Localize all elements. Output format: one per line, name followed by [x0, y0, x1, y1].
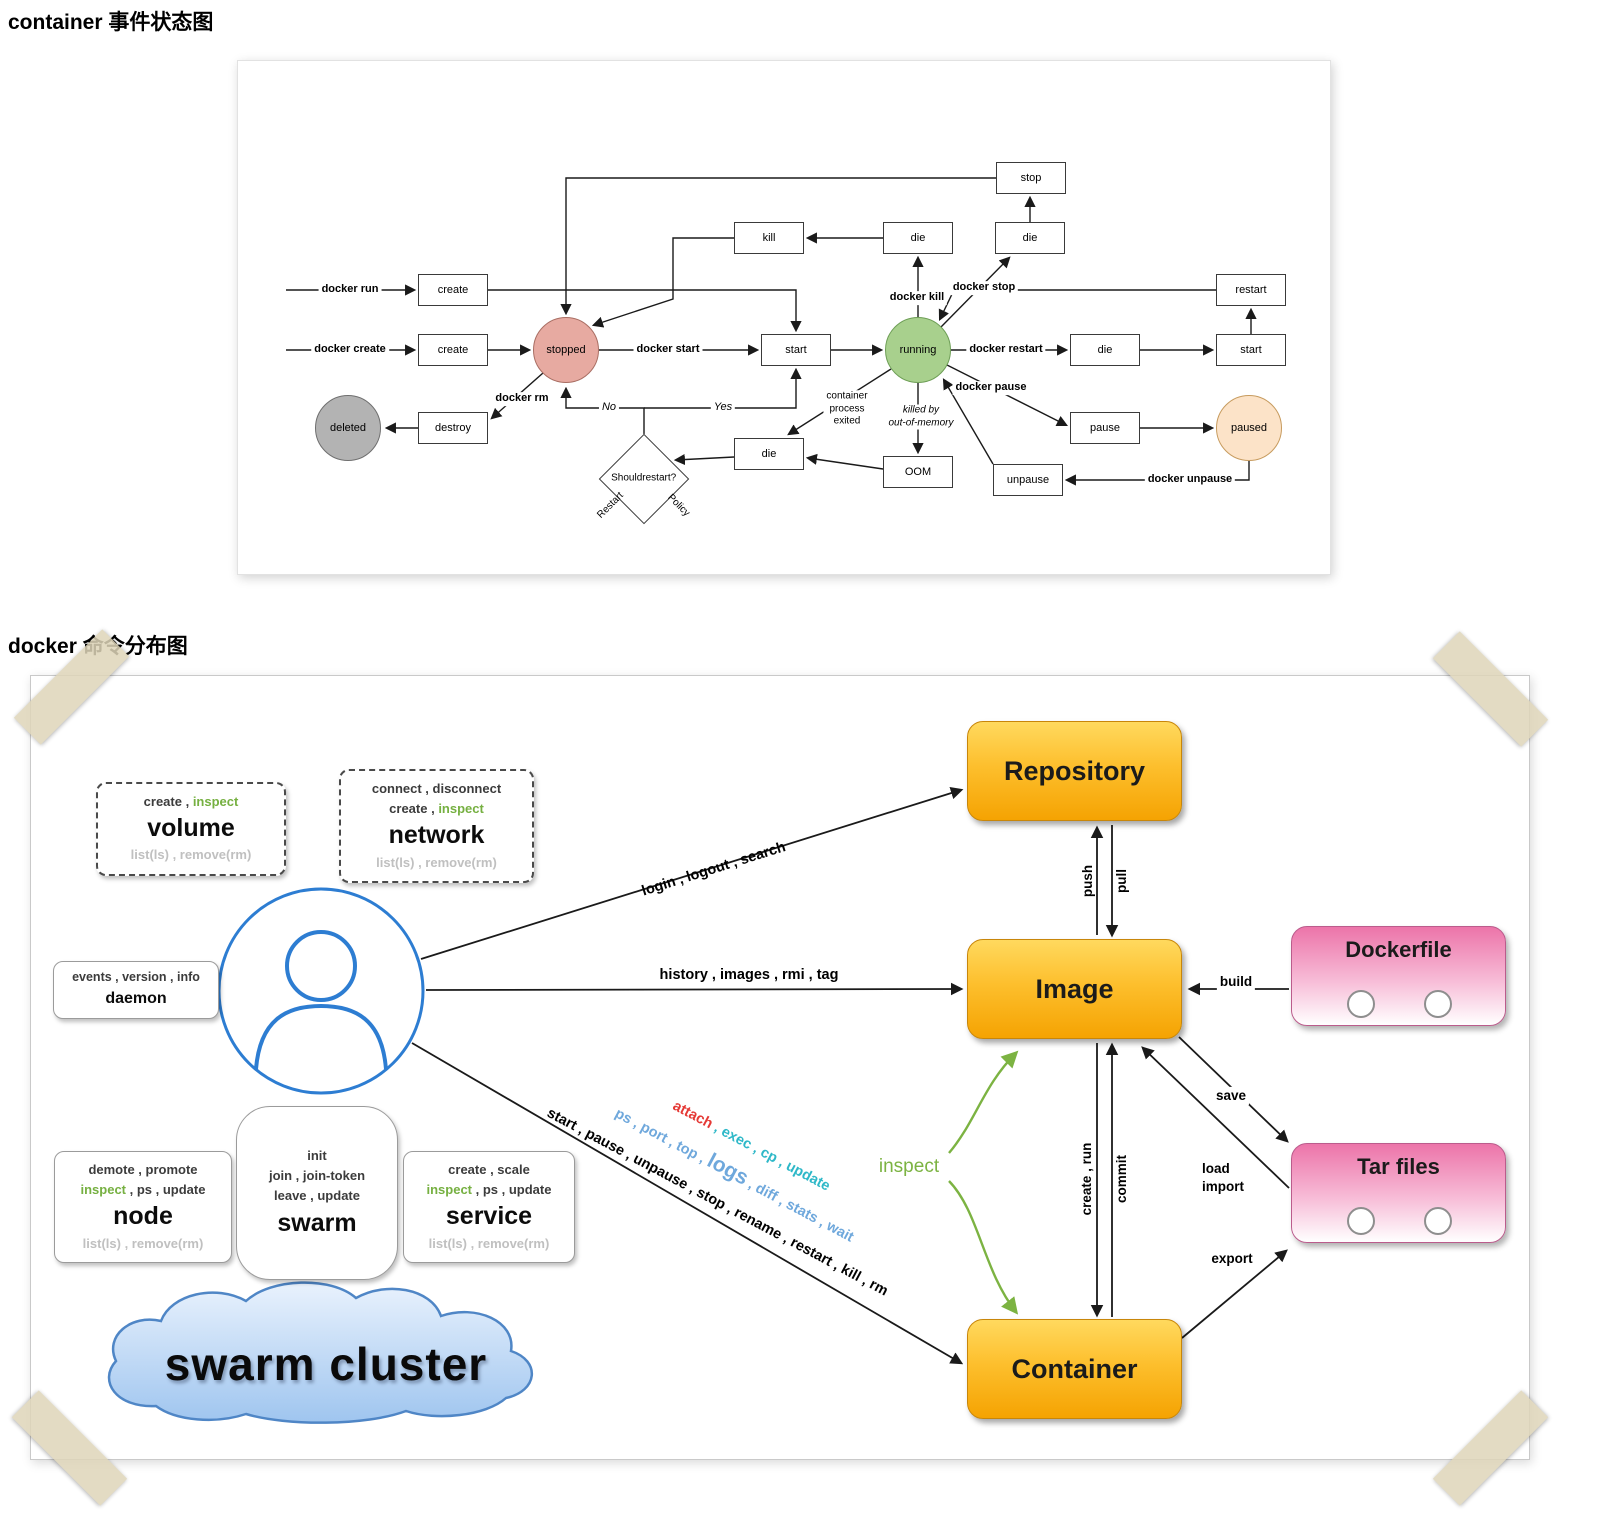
service-name: service — [445, 1202, 533, 1231]
node-bottom-commands: list(ls) , remove(rm) — [82, 1235, 204, 1251]
network-name: network — [388, 821, 485, 850]
event-box-die-1: die — [883, 222, 953, 254]
network-bottom-commands: list(ls) , remove(rm) — [376, 854, 497, 870]
event-box-start-mid: start — [761, 334, 831, 366]
event-box-die-3: die — [1070, 334, 1140, 366]
event-box-die-4: die — [734, 438, 804, 470]
event-box-restart: restart — [1216, 274, 1286, 306]
repository-label: Repository — [1003, 755, 1146, 786]
state-stopped-label: stopped — [546, 344, 586, 356]
service-commands-box: create , scale inspect , ps , update ser… — [403, 1151, 575, 1263]
volume-top-commands: create , inspect — [143, 794, 239, 809]
edge-label-docker-rm: docker rm — [492, 392, 552, 406]
volume-commands-box: create , inspect volume list(ls) , remov… — [96, 782, 286, 876]
state-running: running — [885, 317, 951, 383]
command-diagram-connectors — [107, 786, 1290, 1424]
state-diagram-heading: container 事件状态图 — [8, 11, 214, 34]
volume-bottom-commands: list(ls) , remove(rm) — [130, 847, 252, 863]
should-restart-label: Shouldrestart? — [611, 473, 677, 485]
dockerfile-box: Dockerfile — [1291, 926, 1506, 1026]
tar-files-label: Tar files — [1357, 1154, 1440, 1179]
inspect-label: inspect — [878, 1156, 940, 1178]
edge-label-no: No — [598, 401, 620, 415]
container-label: Container — [1011, 1353, 1138, 1384]
event-box-stop: stop — [996, 162, 1066, 194]
network-commands-box: connect , disconnect create , inspect ne… — [339, 769, 534, 883]
swarm-cluster-label: swarm cluster — [164, 1338, 488, 1390]
node-top-commands: demote , promote — [88, 1162, 198, 1177]
node-mid-commands: inspect , ps , update — [80, 1182, 206, 1198]
edge-label-yes: Yes — [710, 401, 736, 415]
commit-label: commit — [1113, 1154, 1129, 1204]
create-run-label: create , run — [1078, 1142, 1094, 1216]
volume-name: volume — [147, 814, 235, 843]
event-box-unpause: unpause — [993, 464, 1063, 496]
tar-files-circle-right — [1424, 1207, 1453, 1235]
event-box-destroy: destroy — [418, 412, 488, 444]
event-box-create: create — [418, 334, 488, 366]
service-top-commands: create , scale — [448, 1162, 530, 1177]
edge-label-docker-restart: docker restart — [966, 343, 1046, 357]
dockerfile-circle-left — [1347, 990, 1376, 1018]
state-stopped: stopped — [533, 317, 599, 383]
state-deleted: deleted — [315, 395, 381, 461]
repository-box: Repository — [967, 721, 1182, 821]
network-top-commands: connect , disconnect — [371, 781, 502, 796]
service-mid-commands: inspect , ps , update — [426, 1182, 552, 1198]
node-name: node — [113, 1202, 173, 1231]
state-paused: paused — [1216, 395, 1282, 461]
container-box: Container — [967, 1319, 1182, 1419]
daemon-commands-box: events , version , info daemon — [53, 961, 219, 1020]
event-box-die-2: die — [995, 222, 1065, 254]
image-box: Image — [967, 939, 1182, 1039]
swarm-cluster-cloud — [107, 1281, 533, 1424]
tar-files-box: Tar files — [1291, 1143, 1506, 1243]
edge-label-docker-run: docker run — [318, 283, 382, 297]
docker-command-diagram-card: swarm cluster create , inspect volume li… — [11, 629, 1549, 1506]
edge-label-docker-stop: docker stop — [949, 281, 1019, 295]
state-diagram-connectors — [286, 177, 1257, 486]
edge-label-docker-kill: docker kill — [886, 291, 948, 305]
edge-label-docker-start: docker start — [633, 343, 703, 357]
save-label: save — [1212, 1086, 1250, 1106]
network-mid-commands: create , inspect — [389, 801, 484, 817]
event-box-pause: pause — [1070, 412, 1140, 444]
edge-label-docker-unpause: docker unpause — [1144, 473, 1236, 487]
image-label: Image — [1035, 973, 1114, 1004]
pull-label: pull — [1113, 869, 1129, 893]
dockerfile-label: Dockerfile — [1345, 937, 1452, 962]
swarm-leave-commands: leave , update — [274, 1188, 360, 1204]
swarm-commands-box: init join , join-token leave , update sw… — [236, 1106, 398, 1280]
event-box-oom: OOM — [883, 456, 953, 488]
swarm-name: swarm — [277, 1208, 357, 1237]
swarm-init-command: init — [307, 1148, 327, 1164]
dockerfile-circle-right — [1424, 990, 1453, 1018]
node-commands-box: demote , promote inspect , ps , update n… — [54, 1151, 232, 1263]
state-running-label: running — [899, 344, 937, 356]
event-box-start-right: start — [1216, 334, 1286, 366]
state-deleted-label: deleted — [329, 422, 367, 434]
event-box-create-run: create — [418, 274, 488, 306]
daemon-name: daemon — [105, 990, 167, 1008]
build-label: build — [1216, 972, 1256, 992]
tar-files-circle-left — [1347, 1207, 1376, 1235]
event-box-kill: kill — [734, 222, 804, 254]
daemon-commands: events , version , info — [72, 970, 200, 984]
image-commands-label: history , images , rmi , tag — [656, 966, 842, 986]
edge-label-docker-create: docker create — [311, 343, 389, 357]
swarm-join-commands: join , join-token — [268, 1168, 366, 1184]
service-bottom-commands: list(ls) , remove(rm) — [428, 1235, 550, 1251]
push-label: push — [1079, 864, 1095, 898]
edge-label-docker-pause: docker pause — [952, 381, 1030, 395]
export-label: export — [1208, 1249, 1256, 1269]
user-icon — [217, 887, 425, 1095]
state-paused-label: paused — [1230, 422, 1268, 434]
container-state-diagram-card: stopped running deleted paused stop kill… — [237, 60, 1331, 575]
